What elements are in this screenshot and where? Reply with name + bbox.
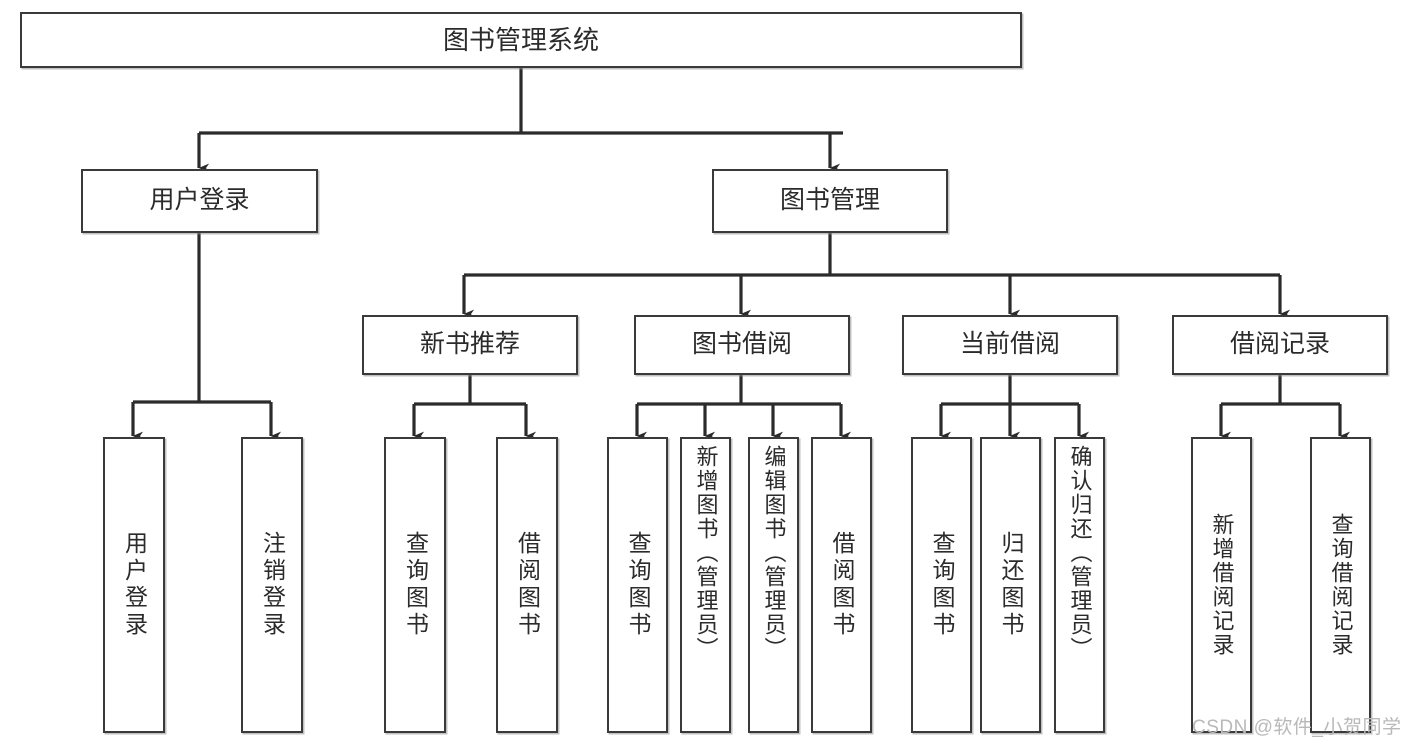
leaf-add-book[interactable]: 新增图书（管理员） [680,437,731,733]
leaf-edit-book[interactable]: 编辑图书（管理员） [748,437,799,733]
leaf-add-record[interactable]: 新增借阅记录 [1191,437,1252,733]
leaf-query-book-1-label: 查询图书 [402,531,429,639]
node-root[interactable]: 图书管理系统 [20,12,1022,68]
node-borrow-record-label: 借阅记录 [1229,330,1330,359]
leaf-borrow-book-2-label: 借阅图书 [829,531,855,639]
leaf-add-record-label: 新增借阅记录 [1209,513,1235,657]
leaf-edit-book-label: 编辑图书（管理员） [761,445,787,661]
node-book-manage-label: 图书管理 [779,186,880,215]
leaf-query-book-2[interactable]: 查询图书 [607,437,668,733]
leaf-query-book-1[interactable]: 查询图书 [384,437,446,733]
leaf-query-record[interactable]: 查询借阅记录 [1310,437,1371,733]
node-borrow-record[interactable]: 借阅记录 [1172,315,1388,375]
leaf-confirm-return-label: 确认归还（管理员） [1067,445,1093,661]
leaf-user-login[interactable]: 用户登录 [103,437,165,733]
leaf-query-book-3[interactable]: 查询图书 [911,437,972,733]
leaf-return-book[interactable]: 归还图书 [980,437,1041,733]
leaf-user-login-label: 用户登录 [121,531,148,639]
node-new-book-rec-label: 新书推荐 [419,330,520,359]
leaf-query-book-2-label: 查询图书 [625,531,651,639]
leaf-query-book-3-label: 查询图书 [929,531,955,639]
node-user-login-label: 用户登录 [149,186,250,215]
leaf-add-book-label: 新增图书（管理员） [693,445,719,661]
node-new-book-rec[interactable]: 新书推荐 [362,315,578,375]
node-current-borrow-label: 当前借阅 [959,330,1060,359]
leaf-logout[interactable]: 注销登录 [241,437,303,733]
node-current-borrow[interactable]: 当前借阅 [902,315,1118,375]
node-book-borrow[interactable]: 图书借阅 [634,315,850,375]
leaf-borrow-book-1[interactable]: 借阅图书 [496,437,558,733]
node-book-manage[interactable]: 图书管理 [712,169,948,233]
leaf-logout-label: 注销登录 [259,531,286,639]
leaf-borrow-book-1-label: 借阅图书 [514,531,541,639]
leaf-borrow-book-2[interactable]: 借阅图书 [811,437,872,733]
leaf-confirm-return[interactable]: 确认归还（管理员） [1054,437,1105,733]
node-root-label: 图书管理系统 [442,24,599,55]
node-book-borrow-label: 图书借阅 [691,330,792,359]
leaf-query-record-label: 查询借阅记录 [1328,513,1354,657]
csdn-watermark: CSDN @软件_小贺同学 [1192,717,1402,738]
leaf-return-book-label: 归还图书 [998,531,1024,639]
node-user-login[interactable]: 用户登录 [81,169,318,233]
